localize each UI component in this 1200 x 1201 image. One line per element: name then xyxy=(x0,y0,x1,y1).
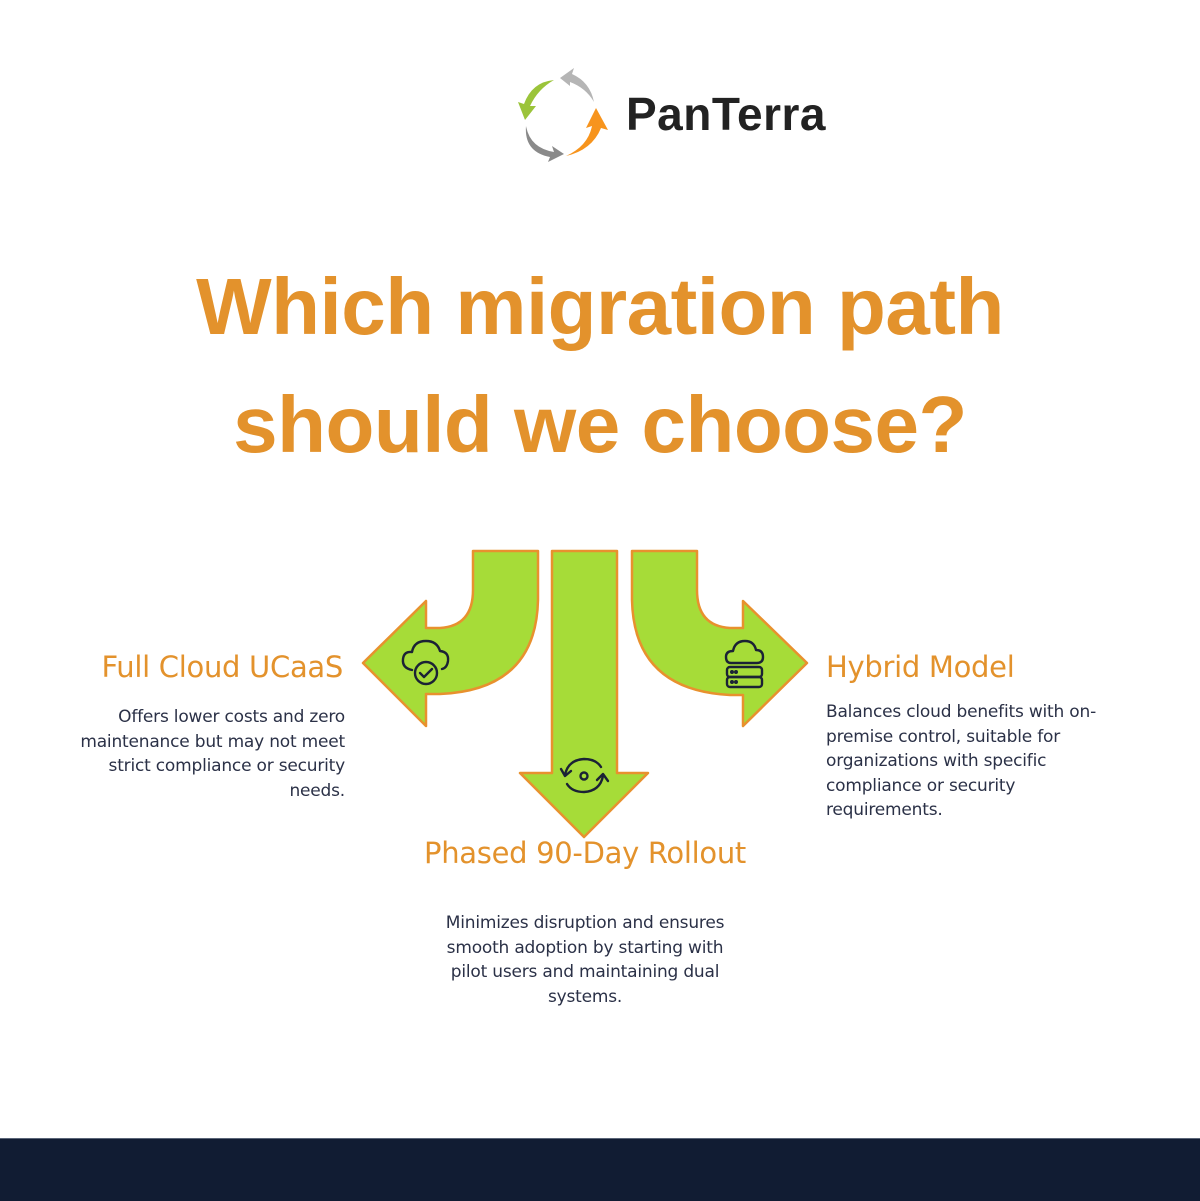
option-heading-phased-rollout: Phased 90-Day Rollout xyxy=(424,836,746,870)
description-line: systems. xyxy=(547,986,623,1007)
description-line: premise control, suitable for xyxy=(826,726,1060,747)
option-heading-full-cloud: Full Cloud UCaaS xyxy=(101,650,344,684)
arrow-hybrid-model xyxy=(630,549,809,728)
panterra-logo-icon xyxy=(508,64,608,164)
description-line: requirements. xyxy=(826,800,943,820)
footer-bar xyxy=(0,1138,1200,1201)
title-line-2: should we choose? xyxy=(233,380,967,469)
page-title: Which migration path should we choose? xyxy=(0,248,1200,484)
title-line-1: Which migration path xyxy=(196,262,1004,351)
logo-orange-arc xyxy=(566,108,608,156)
option-description-phased-rollout: Minimizes disruption and ensures smooth … xyxy=(395,911,775,1009)
arrow-phased-rollout xyxy=(518,549,650,839)
logo-green-arc xyxy=(518,80,554,120)
logo-lightgray-arc xyxy=(560,68,594,102)
option-heading-hybrid-model: Hybrid Model xyxy=(826,650,1015,684)
description-line: strict compliance or security xyxy=(108,756,346,776)
logo-darkgray-arc xyxy=(525,126,564,162)
description-line: pilot users and maintaining dual xyxy=(450,962,720,982)
option-description-hybrid-model: Balances cloud benefits with on- premise… xyxy=(826,700,1171,823)
description-line: organizations with specific xyxy=(826,751,1047,771)
description-line: Offers lower costs and zero xyxy=(118,707,345,727)
description-line: Balances cloud benefits with on- xyxy=(826,702,1096,722)
brand-name: PanTerra xyxy=(626,88,827,140)
arrow-full-cloud xyxy=(361,549,540,728)
description-line: smooth adoption by starting with xyxy=(446,937,724,958)
description-line: maintenance but may not meet xyxy=(80,731,345,752)
description-line: Minimizes disruption and ensures xyxy=(445,913,725,933)
description-line: compliance or security xyxy=(826,775,1016,796)
description-line: needs. xyxy=(289,780,345,801)
option-description-full-cloud: Offers lower costs and zero maintenance … xyxy=(40,705,345,803)
